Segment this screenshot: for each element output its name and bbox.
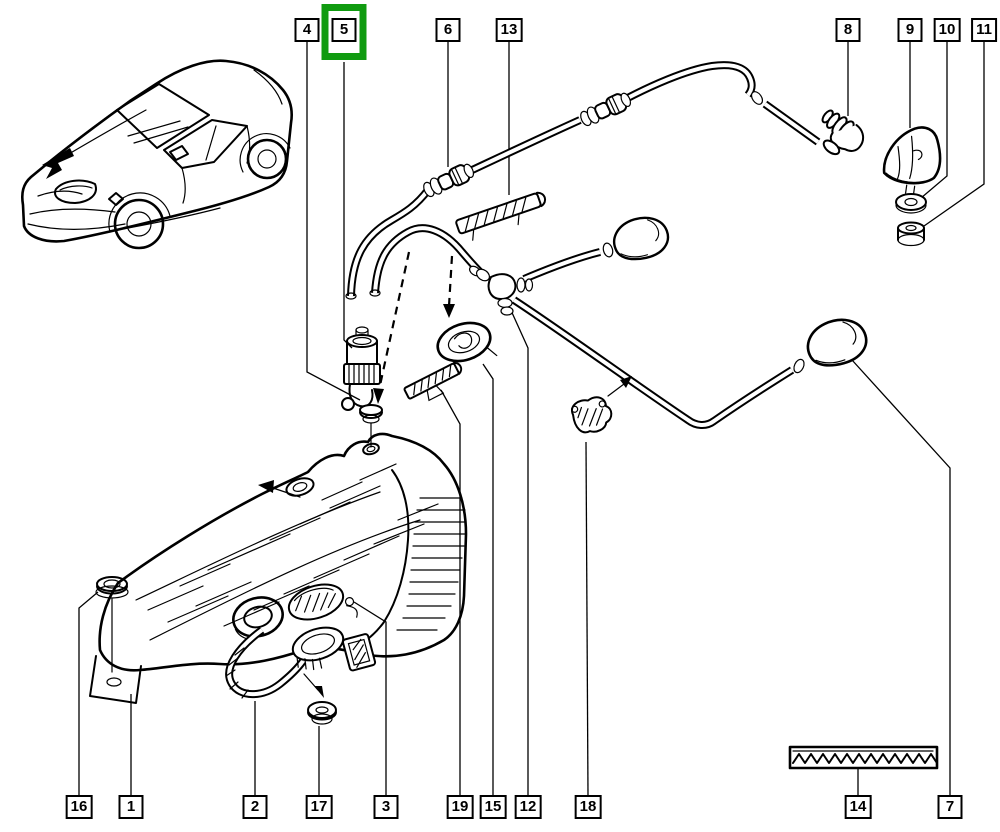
protective-strip — [788, 745, 939, 770]
cap-nut — [307, 701, 337, 725]
callout-17[interactable]: 17 — [305, 795, 333, 819]
callout-6[interactable]: 6 — [435, 18, 461, 42]
harness-clip — [571, 376, 632, 434]
washer-pump — [341, 326, 381, 411]
pump-grommet — [359, 404, 383, 448]
door-mirror — [169, 145, 189, 161]
callout-19[interactable]: 19 — [446, 795, 474, 819]
hose-runs — [345, 61, 821, 429]
callout-4[interactable]: 4 — [294, 18, 320, 42]
callout-2[interactable]: 2 — [242, 795, 268, 819]
reservoir-drawing — [89, 432, 468, 704]
washer-nozzle-left — [608, 211, 673, 265]
washer-nozzle-right — [801, 312, 873, 373]
nozzle-seal-washer — [895, 193, 927, 214]
callout-12[interactable]: 12 — [514, 795, 542, 819]
retaining-flap — [342, 633, 377, 672]
callout-3[interactable]: 3 — [373, 795, 399, 819]
nozzle-nut — [897, 221, 925, 247]
callout-9[interactable]: 9 — [897, 18, 923, 42]
wiper-blades — [127, 120, 189, 144]
hose-clip — [455, 191, 547, 241]
callout-8[interactable]: 8 — [835, 18, 861, 42]
clip-bracket — [403, 362, 463, 402]
hose-ring — [793, 358, 805, 374]
front-wheel — [113, 198, 165, 250]
grommet-seat-hole — [362, 442, 380, 456]
tee-connector — [468, 265, 534, 316]
callout-leader-lines — [78, 40, 985, 796]
callout-1[interactable]: 1 — [118, 795, 144, 819]
hose-ring — [750, 91, 764, 105]
callout-14[interactable]: 14 — [844, 795, 872, 819]
callout-5[interactable]: 5 — [321, 4, 367, 60]
rear-wheel — [246, 138, 288, 180]
filler-neck — [291, 626, 345, 671]
mounting-grommet — [95, 576, 129, 673]
windshield — [116, 83, 210, 149]
location-arrow-icon — [42, 148, 74, 179]
hose-connector — [576, 89, 635, 130]
pump-seat-hole — [285, 477, 315, 497]
callout-15[interactable]: 15 — [479, 795, 507, 819]
callout-11[interactable]: 11 — [971, 18, 997, 42]
callout-18[interactable]: 18 — [574, 795, 602, 819]
side-windows — [163, 119, 248, 169]
vehicle-illustration — [20, 59, 294, 250]
filler-cap — [287, 583, 358, 621]
callout-13[interactable]: 13 — [495, 18, 523, 42]
callout-16[interactable]: 16 — [65, 795, 93, 819]
callout-10[interactable]: 10 — [933, 18, 961, 42]
assembly-arrows — [373, 251, 455, 404]
callout-7[interactable]: 7 — [937, 795, 963, 819]
filler-hose-assembly — [225, 583, 377, 725]
oval-grommet — [436, 321, 498, 363]
headlight — [54, 179, 97, 204]
jet-nozzle — [882, 126, 942, 195]
hose-ring — [602, 242, 614, 258]
bellows-elbow — [821, 109, 865, 156]
